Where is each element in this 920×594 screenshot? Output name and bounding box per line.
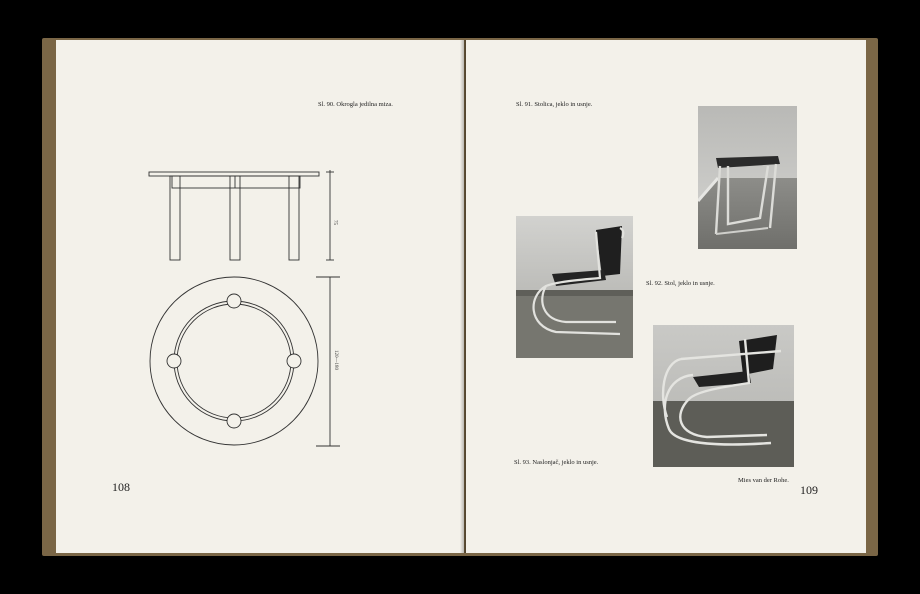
- right-page: Sl. 91. Stolica, jeklo in usnje.: [466, 40, 866, 553]
- page-number-right: 109: [800, 483, 818, 497]
- chair-photo: [516, 216, 633, 358]
- figure-caption-90: Sl. 90. Okrogla jedilna miza.: [318, 101, 393, 108]
- dimension-height-label: 75: [332, 220, 337, 226]
- table-elevation-drawing: 75: [148, 170, 337, 261]
- page-number-left: 108: [112, 480, 130, 494]
- figure-caption-93: Sl. 93. Naslonjač, jeklo in usnje.: [514, 459, 599, 466]
- armchair-photo: [653, 325, 794, 467]
- stool-photo: [698, 106, 797, 249]
- designer-credit: Mies van der Rohe.: [738, 477, 789, 484]
- figure-caption-92: Sl. 92. Stol, jeklo in usnje.: [646, 280, 715, 287]
- dimension-diameter-label: 120—180: [333, 350, 338, 371]
- table-plan-drawing: 120—180: [149, 276, 340, 447]
- left-page: Sl. 90. Okrogla jedilna miza. 75: [56, 40, 464, 553]
- figure-caption-91: Sl. 91. Stolica, jeklo in usnje.: [516, 101, 593, 108]
